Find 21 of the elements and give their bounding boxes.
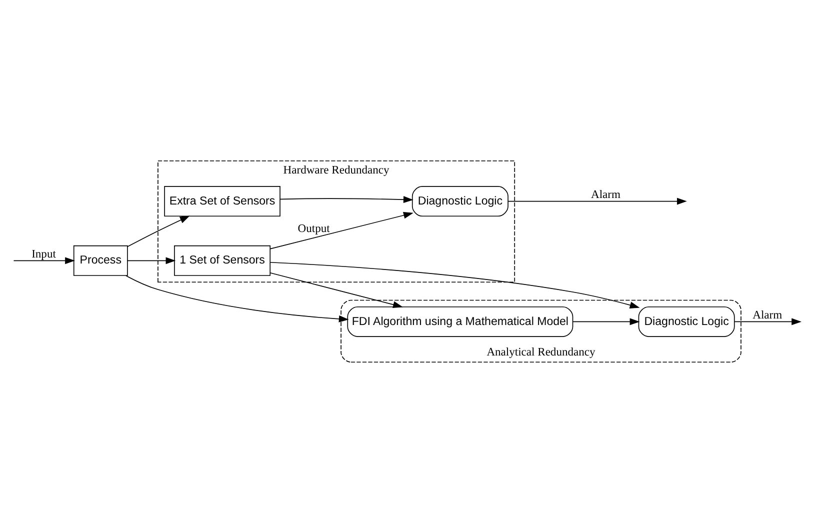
arrow (13, 257, 75, 264)
arrow (270, 262, 640, 308)
node-box: Extra Set of Sensors (164, 186, 280, 217)
arrow (572, 318, 640, 326)
node-box: FDI Algorithm using a Mathematical Model (347, 306, 574, 337)
edge-label: Input (32, 248, 56, 261)
arrow (734, 318, 802, 326)
node-box: Diagnostic Logic (638, 306, 735, 337)
arrow (270, 212, 414, 250)
arrow (280, 196, 414, 204)
arrow (508, 198, 687, 205)
edge-label: Alarm (591, 189, 620, 202)
arrow (126, 275, 349, 322)
node-box: 1 Set of Sensors (174, 245, 271, 276)
node-box: Diagnostic Logic (412, 186, 508, 217)
arrow (127, 216, 190, 248)
edge-label: Alarm (752, 310, 782, 322)
edge-label: Output (298, 222, 330, 235)
arrow (270, 272, 403, 308)
node-box: Process (73, 245, 128, 276)
arrow (127, 257, 176, 264)
